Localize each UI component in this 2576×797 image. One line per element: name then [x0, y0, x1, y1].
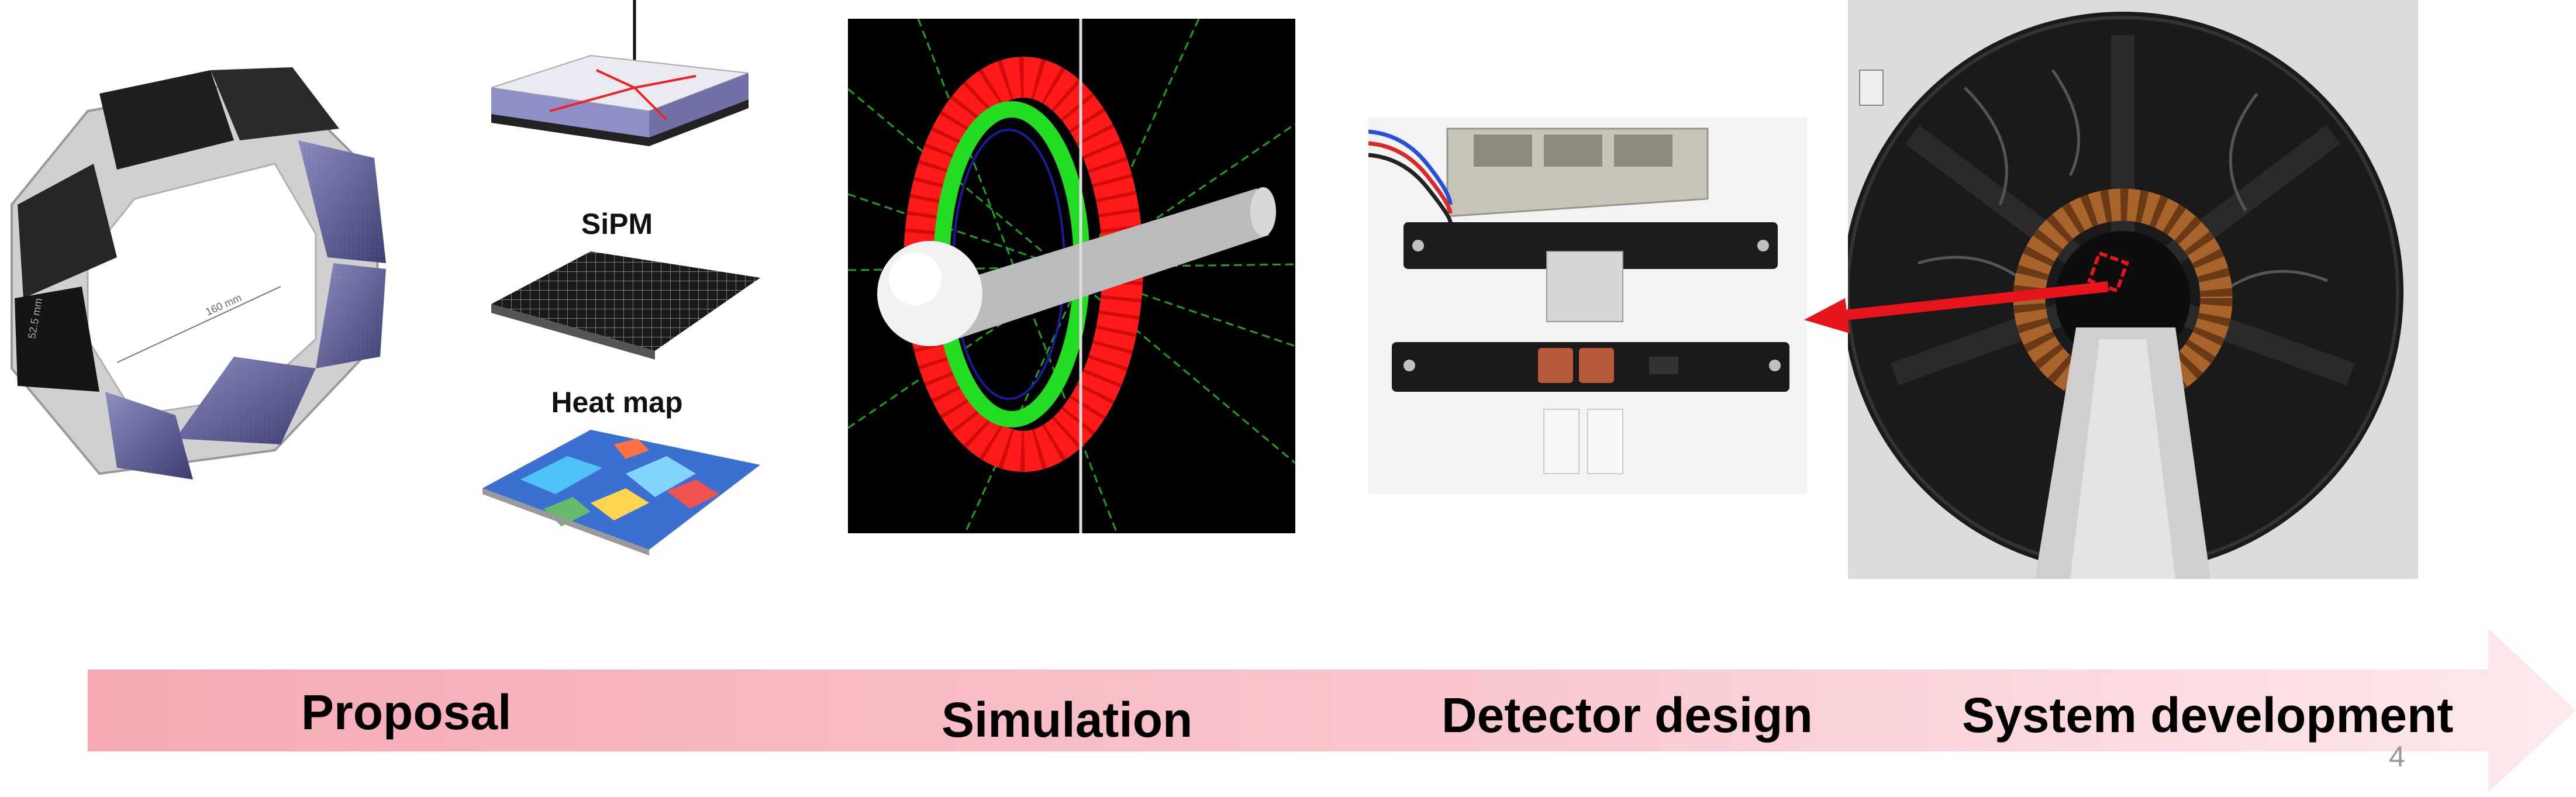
- stage-label-system-development: System development: [1962, 688, 2454, 743]
- pet-system-photo: [1848, 0, 2418, 579]
- pointer-arrow: [1804, 263, 2132, 345]
- detector-hardware-photo: [1368, 117, 1807, 494]
- sipm-label: SiPM: [581, 208, 653, 240]
- sipm-heatmap-stack-image: SiPM Heat map: [474, 0, 766, 556]
- stage-timeline-arrow: [88, 629, 2576, 792]
- heat-map-label: Heat map: [551, 386, 682, 419]
- stage-label-proposal: Proposal: [301, 685, 512, 740]
- slide-number: 4: [2389, 740, 2405, 773]
- stage-label-detector-design: Detector design: [1442, 688, 1813, 743]
- detector-ring-image: 160 mm 52.5 mm: [0, 64, 409, 485]
- simulation-render-image: [848, 19, 1295, 533]
- stage-label-simulation: Simulation: [942, 692, 1193, 747]
